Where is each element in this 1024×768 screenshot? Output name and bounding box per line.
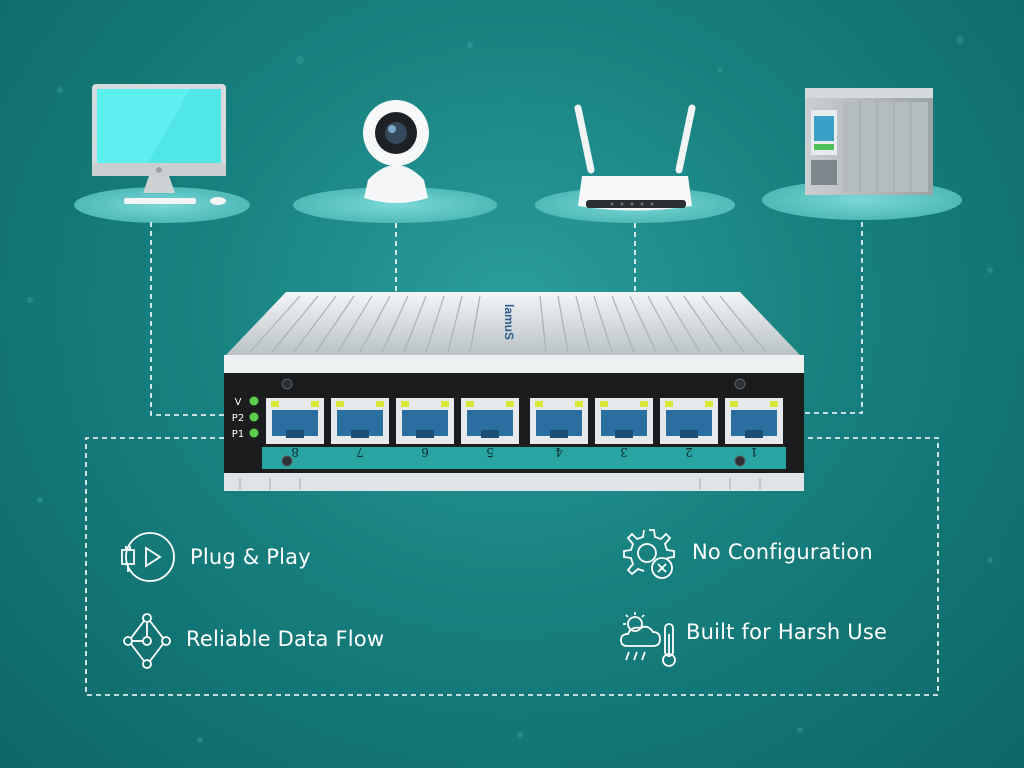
desktop-icon — [92, 84, 226, 205]
port-led — [401, 401, 409, 407]
router-icon — [574, 104, 696, 211]
data-flow-icon — [123, 613, 171, 669]
ethernet-port-8: 8 — [266, 398, 324, 459]
port-led — [466, 401, 474, 407]
port-led — [640, 401, 648, 407]
ethernet-port-4: 4 — [530, 398, 588, 459]
desktop-shadow — [74, 187, 250, 223]
port-led — [311, 401, 319, 407]
port-number-label: 2 — [685, 445, 693, 459]
camera-shadow — [293, 187, 497, 223]
port-led — [376, 401, 384, 407]
port-number-label: 3 — [620, 445, 628, 459]
port-led — [770, 401, 778, 407]
port-led — [575, 401, 583, 407]
port-number-label: 8 — [291, 445, 299, 459]
status-led-label: V — [235, 397, 242, 408]
port-led — [271, 401, 279, 407]
connection-lines — [85, 222, 939, 696]
plug-play-icon — [121, 532, 175, 582]
background-dots — [27, 36, 993, 743]
feature-plug-play: Plug & Play — [190, 545, 311, 569]
port-number-label: 7 — [356, 445, 364, 459]
port-led — [506, 401, 514, 407]
port-led — [336, 401, 344, 407]
port-group: 8 7 6 5 4 3 2 1 — [266, 398, 783, 459]
feature-built-for-harsh-use: Built for Harsh Use — [686, 620, 888, 644]
status-led — [249, 412, 259, 422]
port-number-label: 4 — [555, 445, 563, 459]
plc-icon — [805, 88, 933, 195]
ethernet-port-3: 3 — [595, 398, 653, 459]
status-led-label: P2 — [232, 413, 244, 424]
port-number-label: 6 — [421, 445, 429, 459]
port-led — [730, 401, 738, 407]
status-led — [249, 428, 259, 438]
ethernet-port-6: 6 — [396, 398, 454, 459]
port-number-label: 5 — [486, 445, 494, 459]
no-config-gear-icon — [623, 529, 675, 579]
port-led — [665, 401, 673, 407]
weather-thermometer-icon — [620, 612, 676, 667]
port-led — [705, 401, 713, 407]
ethernet-port-2: 2 — [660, 398, 718, 459]
camera-icon — [363, 100, 429, 203]
port-led — [535, 401, 543, 407]
status-led-label: P1 — [232, 429, 244, 440]
port-led — [441, 401, 449, 407]
feature-no-configuration: No Configuration — [692, 540, 873, 564]
status-led — [249, 396, 259, 406]
feature-reliable-data-flow: Reliable Data Flow — [186, 627, 385, 651]
port-led — [600, 401, 608, 407]
port-number-label: 1 — [750, 445, 758, 459]
ethernet-port-7: 7 — [331, 398, 389, 459]
ethernet-port-5: 5 — [461, 398, 519, 459]
heatsink-fins — [249, 295, 767, 353]
ethernet-port-1: 1 — [725, 398, 783, 459]
